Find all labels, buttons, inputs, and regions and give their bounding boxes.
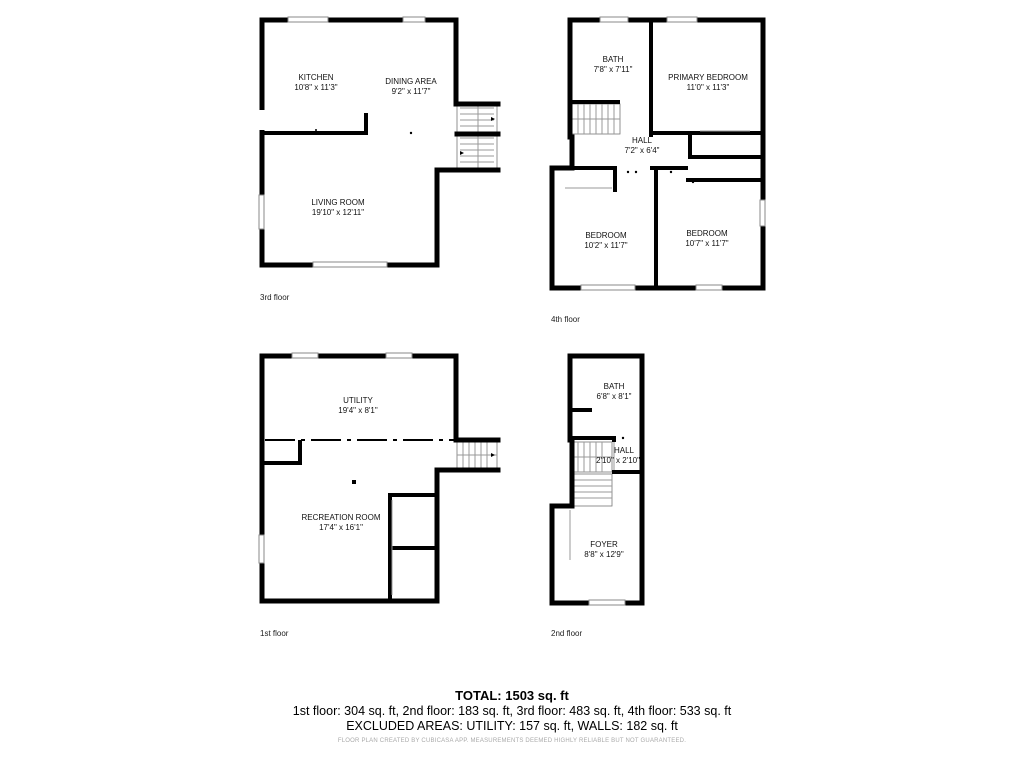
per-floor-areas: 1st floor: 304 sq. ft, 2nd floor: 183 sq…	[292, 704, 732, 718]
floor-label-2nd: 2nd floor	[551, 629, 582, 638]
room-dim-bedroom-left: 10'2" x 11'7"	[584, 241, 627, 250]
excluded-areas: EXCLUDED AREAS: UTILITY: 157 sq. ft, WAL…	[346, 719, 678, 733]
room-name-bath-4th: BATH	[603, 55, 624, 64]
room-name-primary-bedroom: PRIMARY BEDROOM	[668, 73, 748, 82]
room-dim-kitchen: 10'8" x 11'3"	[294, 83, 337, 92]
room-name-bath-2nd: BATH	[604, 382, 625, 391]
total-area: TOTAL: 1503 sq. ft	[455, 688, 569, 703]
floor-3rd	[258, 16, 501, 268]
stairs-4th	[571, 103, 621, 135]
room-name-bedroom-right: BEDROOM	[686, 229, 728, 238]
floor-label-1st: 1st floor	[260, 629, 289, 638]
room-name-kitchen: KITCHEN	[298, 73, 333, 82]
room-dim-foyer: 8'8" x 12'9"	[584, 550, 624, 559]
room-name-utility: UTILITY	[343, 396, 373, 405]
room-dim-bath-2nd: 6'8" x 8'1"	[597, 392, 632, 401]
room-dim-bedroom-right: 10'7" x 11'7"	[685, 239, 728, 248]
floor-label-4th: 4th floor	[551, 315, 580, 324]
disclaimer: FLOOR PLAN CREATED BY CUBICASA APP. MEAS…	[337, 738, 687, 744]
room-dim-primary-bedroom: 11'0" x 11'3"	[687, 83, 730, 92]
room-dim-living-room: 19'10" x 12'11"	[312, 208, 364, 217]
stairs-1st	[456, 439, 498, 471]
room-name-hall-2nd: HALL	[614, 446, 635, 455]
room-name-living-room: LIVING ROOM	[311, 198, 365, 207]
room-dim-bath-4th: 7'8" x 7'11"	[594, 65, 633, 74]
floor-label-3rd: 3rd floor	[260, 293, 290, 302]
room-name-hall-4th: HALL	[632, 136, 653, 145]
room-name-recreation-room: RECREATION ROOM	[302, 513, 381, 522]
floor-1st	[258, 352, 501, 604]
stairs-3rd	[456, 103, 498, 171]
area-summary: TOTAL: 1503 sq. ft 1st floor: 304 sq. ft…	[0, 688, 1024, 744]
room-dim-hall-2nd: 2'10" x 2'10"	[596, 456, 640, 465]
room-dim-utility: 19'4" x 8'1"	[338, 406, 378, 415]
room-name-bedroom-left: BEDROOM	[585, 231, 627, 240]
room-dim-recreation-room: 17'4" x 16'1"	[319, 523, 363, 532]
room-dim-dining-area: 9'2" x 11'7"	[392, 87, 431, 96]
stairs-2nd	[571, 441, 613, 507]
room-name-foyer: FOYER	[590, 540, 618, 549]
room-name-dining-area: DINING AREA	[385, 77, 437, 86]
floor-4th	[549, 16, 766, 291]
floor-2nd	[549, 353, 645, 606]
room-dim-hall-4th: 7'2" x 6'4"	[625, 146, 660, 155]
